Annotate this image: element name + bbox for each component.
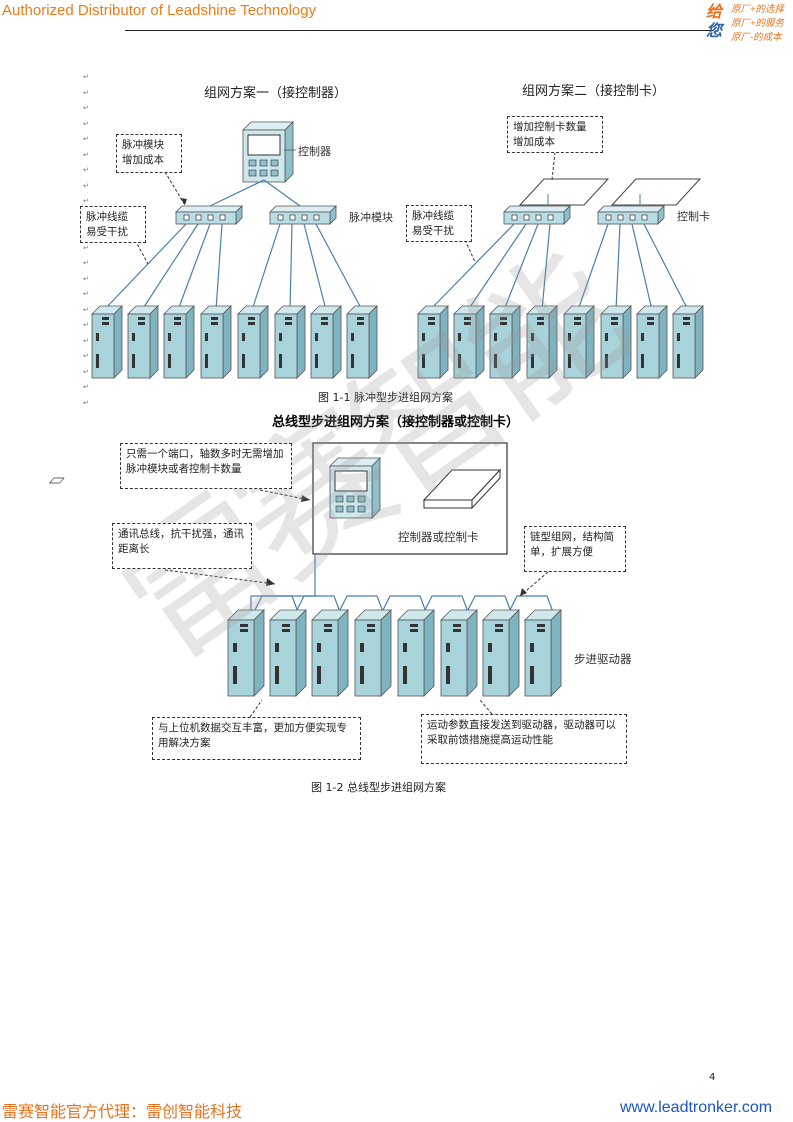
fig2-caption: 图 1-2 总线型步进组网方案 — [311, 781, 446, 794]
fig1-right-title: 组网方案二（接控制卡） — [522, 84, 666, 99]
fig1-pulse-module-label: 脉冲模块 — [349, 211, 393, 224]
fig1-note-pulse-module-cost: 脉冲模块 增加成本 — [116, 134, 182, 173]
fig2-note-host: 与上位机数据交互丰富，更加方便实现专用解决方案 — [152, 717, 361, 760]
fig1-note-pulse-wire-left: 脉冲线缆 易受干扰 — [80, 206, 146, 243]
fig1-note-pulse-wire-right: 脉冲线缆 易受干扰 — [406, 205, 472, 242]
note-line: 易受干扰 — [86, 226, 128, 238]
header-distributor-text: Authorized Distributor of Leadshine Tech… — [2, 2, 317, 19]
note-line: 增加成本 — [122, 154, 164, 166]
fig1-note-card-cost: 增加控制卡数量 增加成本 — [507, 116, 603, 153]
fig1-caption: 图 1-1 脉冲型步进组网方案 — [318, 391, 453, 404]
note-line: 脉冲线缆 — [412, 210, 454, 222]
fig2-drivers-label: 步进驱动器 — [574, 652, 632, 666]
note-line: 增加成本 — [513, 136, 555, 148]
slogan-2: 原厂+的服务 — [731, 18, 785, 29]
fig2-box-label: 控制器或控制卡 — [398, 530, 479, 544]
footer-website-link[interactable]: www.leadtronker.com — [620, 1099, 773, 1116]
fig1-left-title: 组网方案一（接控制器） — [204, 86, 348, 101]
fig2-note-bus: 通讯总线，抗干扰强，通讯距离长 — [112, 523, 252, 569]
page-number: 4 — [709, 1072, 716, 1083]
note-line: 易受干扰 — [412, 225, 454, 237]
header-logo: 给 您 — [706, 2, 728, 40]
fig2-note-params: 运动参数直接发送到驱动器，驱动器可以采取前馈措施提高运动性能 — [421, 714, 627, 764]
fig2-note-one-port: 只需一个端口，轴数多时无需增加脉冲模块或者控制卡数量 — [120, 443, 292, 489]
note-line: 增加控制卡数量 — [513, 121, 587, 133]
logo-char-1: 给 — [706, 2, 723, 21]
header-slogans: 原厂+的选择 原厂+的服务 原厂-的成本 — [731, 3, 784, 45]
note-line: 脉冲线缆 — [86, 211, 128, 223]
header-rule — [125, 30, 713, 31]
note-line: 脉冲模块 — [122, 139, 164, 151]
slogan-1: 原厂+的选择 — [731, 4, 785, 15]
logo-char-2: 您 — [706, 21, 723, 40]
slogan-3: 原厂-的成本 — [731, 32, 782, 43]
fig1-controller-label: 控制器 — [298, 145, 331, 158]
fig2-note-chain: 链型组网，结构简单，扩展方便 — [524, 526, 626, 572]
footer-agent-text: 雷赛智能官方代理：雷创智能科技 — [2, 1102, 243, 1121]
fig1-control-card-label: 控制卡 — [677, 210, 710, 223]
section-title: 总线型步进组网方案（接控制器或控制卡） — [272, 415, 520, 430]
